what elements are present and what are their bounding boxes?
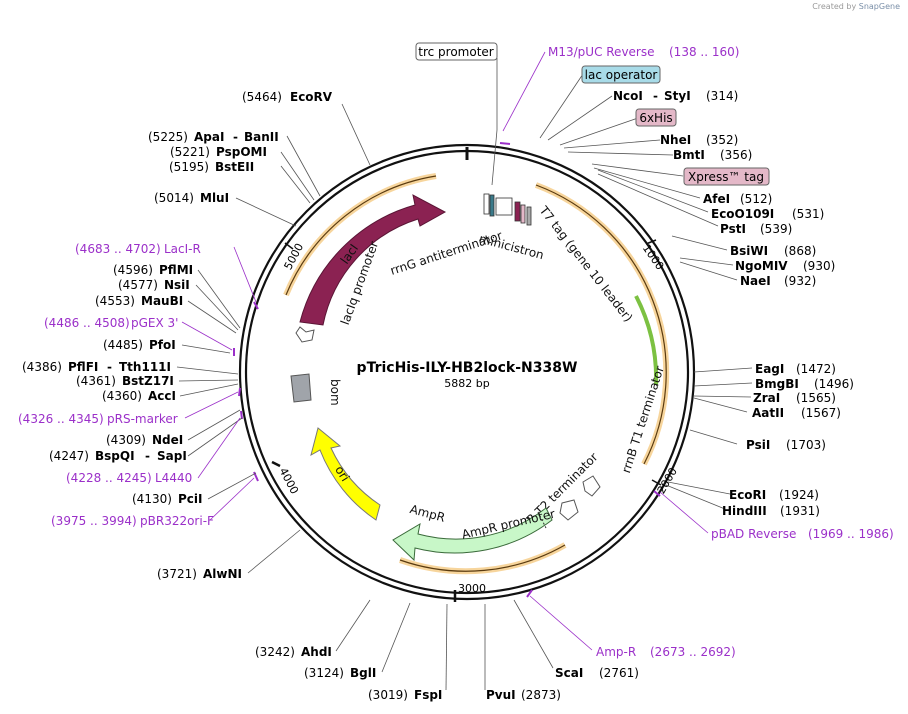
ampr-arrow (392, 507, 553, 562)
credit-brand: SnapGene (858, 2, 900, 11)
svg-text:Xpress™ tag: Xpress™ tag (688, 170, 764, 184)
ily-arc (634, 295, 659, 386)
sixhis-box: 6xHis (635, 108, 677, 127)
leader-lines (176, 58, 753, 691)
enzyme-ndei: (4309)NdeI (106, 433, 183, 447)
tick-label-3000: 3000 (458, 582, 486, 595)
primer-marks (233, 142, 661, 598)
enzyme-psti: PstI(539) (720, 222, 792, 236)
primer-m13-puc-reverse: M13/pUC Reverse(138 .. 160) (548, 45, 739, 59)
enzyme-acci: (4360)AccI (102, 389, 176, 403)
enzyme-maubi: (4553)MauBI (95, 294, 183, 308)
enzyme-bsiwi: BsiWI(868) (730, 244, 816, 258)
laci-arrow (299, 194, 447, 326)
snapgene-credit: Created by SnapGene (812, 2, 900, 11)
enzyme-ncoi: NcoI-StyI(314) (613, 89, 738, 103)
primer-prs-marker: (4326 .. 4345)pRS-marker (18, 412, 178, 426)
primer-pgex3: (4486 .. 4508)pGEX 3' (44, 316, 178, 330)
ori-arrow (310, 427, 381, 521)
enzyme-alwni: (3721)AlwNI (157, 567, 242, 581)
trc-promoter-box: trc promoter (415, 42, 498, 61)
enzyme-ecoo109i: EcoO109I(531) (711, 207, 824, 221)
enzyme-pflfi: (4386)PflFI-Tth111I (22, 360, 171, 374)
enzyme-nsii: (4577)NsiI (118, 278, 190, 292)
enzyme-ngomiv: NgoMIV(930) (735, 259, 835, 273)
enzyme-aatii: AatII(1567) (752, 406, 841, 420)
enzyme-zrai: ZraI(1565) (753, 391, 836, 405)
enzyme-pspomi: (5221)PspOMI (170, 145, 267, 159)
lac-operator-box: lac operator (581, 65, 661, 84)
primer-leaders (181, 51, 709, 651)
primer-l4440: (4228 .. 4245)L4440 (66, 471, 192, 485)
ampr-promoter-mark (537, 511, 547, 529)
enzyme-eagi: EagI(1472) (755, 362, 836, 376)
xpress-tag-box: Xpress™ tag (683, 167, 770, 186)
plasmid-length: 5882 bp (444, 377, 489, 390)
plasmid-name: pTricHis-ILY-HB2lock-N338W (357, 360, 578, 376)
enzyme-pvui: PvuI(2873) (486, 688, 561, 702)
orf-arc-ily-line (535, 184, 667, 465)
enzyme-nhei: NheI(352) (660, 133, 738, 147)
enzyme-mlui: (5014)MluI (154, 191, 229, 205)
enzyme-apai: (5225)ApaI-BanII (148, 130, 279, 144)
enzyme-hindiii: HindIII(1931) (722, 504, 820, 518)
bom-label: bom (328, 379, 342, 406)
enzyme-bmgbi: BmgBI(1496) (755, 377, 854, 391)
svg-text:lac operator: lac operator (585, 68, 658, 82)
enzyme-bgli: (3124)BglI (304, 666, 376, 680)
rrnb-t2-shape (559, 499, 579, 521)
orf-arc-ampr-line (399, 544, 566, 572)
enzyme-bspqi: (4247)BspQI-SapI (49, 449, 187, 463)
orf-arc-laci-line (285, 175, 437, 296)
enzyme-pcii: (4130)PciI (132, 492, 203, 506)
enzyme-fspi: (3019)FspI (368, 688, 442, 702)
enzyme-bsteii: (5195)BstEII (169, 160, 254, 174)
top-feature-cluster (483, 193, 532, 226)
enzyme-psii: PsiI(1703) (746, 438, 826, 452)
svg-text:trc promoter: trc promoter (418, 45, 494, 59)
ampr-label: AmpR (408, 502, 446, 525)
enzyme-pfoi: (4485)PfoI (103, 338, 176, 352)
enzyme-scai: ScaI(2761) (555, 666, 639, 680)
tick-4000: 4000 (271, 460, 301, 496)
primer-amp-r: Amp-R(2673 .. 2692) (596, 645, 736, 659)
enzyme-pflmi: (4596)PflMI (113, 263, 193, 277)
svg-text:6xHis: 6xHis (639, 111, 672, 125)
rrnb-t1-shape (582, 475, 601, 497)
enzyme-ahdi: (3242)AhdI (255, 645, 332, 659)
minicistron-label: minicistron (478, 231, 546, 262)
primer-pbad-reverse: pBAD Reverse(1969 .. 1986) (711, 527, 894, 541)
enzyme-bmti: BmtI(356) (673, 148, 752, 162)
laciq-promoter-arrow (295, 326, 315, 343)
bom-shape (290, 373, 312, 403)
tick-3000: 3000 (453, 582, 486, 602)
credit-prefix: Created by (812, 2, 857, 11)
enzyme-ecorv: (5464)EcoRV (242, 90, 333, 104)
enzyme-bstz17i: (4361)BstZ17I (76, 374, 174, 388)
enzyme-ecori: EcoRI(1924) (729, 488, 819, 502)
enzyme-naei: NaeI(932) (740, 274, 816, 288)
enzyme-afei: AfeI(512) (703, 192, 772, 206)
t7tag-label: T7 tag (gene 10 leader) (536, 203, 635, 325)
primer-pbr322ori-f: (3975 .. 3994)pBR322ori-F (51, 514, 214, 528)
primer-laci-r: (4683 .. 4702)LacI-R (75, 242, 201, 256)
